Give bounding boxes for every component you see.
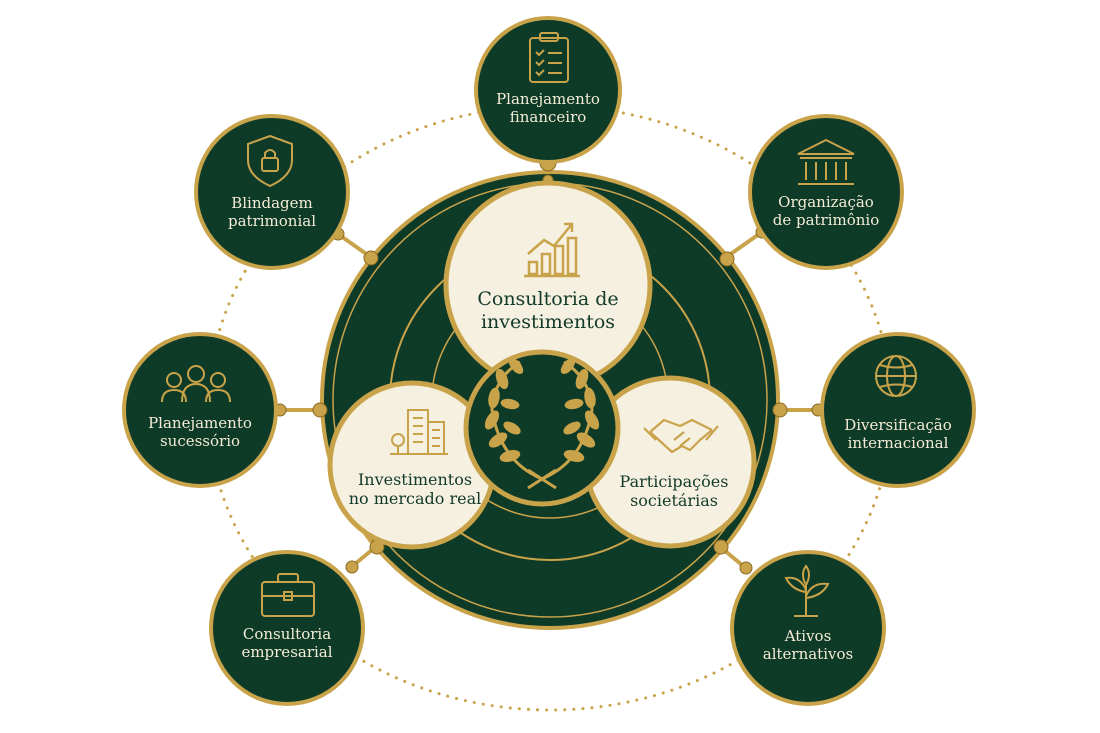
outer-label-international: Diversificação internacional [844,416,952,452]
checklist-icon [529,32,569,83]
sprout-icon [784,564,830,617]
shield-lock-icon [247,134,293,188]
outer-label-financial-planning: Planejamento financeiro [496,90,600,126]
outer-label-business-consulting: Consultoria empresarial [241,625,333,661]
laurel-wreath-icon [484,358,600,490]
outer-label-succession: Planejamento sucessório [148,414,252,450]
bank-icon [797,138,855,185]
outer-circle-financial-planning [474,16,622,164]
inner-label-investment-consulting: Consultoria de investimentos [477,288,619,333]
family-icon [161,365,231,403]
handshake-icon [643,418,719,454]
emblem-disc [463,349,621,507]
inner-circles [327,180,757,550]
inner-label-real-market: Investimentos no mercado real [348,470,482,509]
outer-circle-international [820,332,976,488]
growth-chart-icon [524,222,580,278]
outer-circle-succession [122,332,278,488]
outer-label-alternative-assets: Ativos alternativos [762,627,854,663]
outer-circle-alternative-assets [730,550,886,706]
outer-label-asset-organization: Organização de patrimônio [772,193,880,229]
inner-label-corporate-holdings: Participações societárias [619,472,729,511]
buildings-icon [390,409,448,455]
outer-circle-asset-protection [194,114,350,270]
outer-circle-business-consulting [209,550,365,706]
outer-circle-asset-organization [748,114,904,270]
outer-label-asset-protection: Blindagem patrimonial [228,194,316,230]
briefcase-icon [261,573,315,617]
globe-icon [875,355,917,397]
